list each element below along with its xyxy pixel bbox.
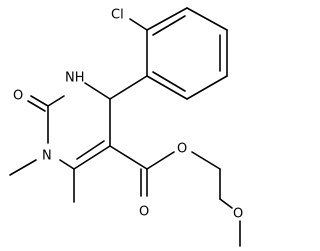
bond-ar-inner-1	[152, 15, 186, 36]
atom-label-ester-link-oxygen: O	[177, 142, 187, 157]
bond-nh-c4	[84, 82, 111, 100]
bond-ester-c-o-link	[146, 151, 175, 170]
bond-n1-methyl	[9, 159, 37, 176]
bond-ar3-ar4	[186, 7, 228, 31]
atom-label-ring-nitrogen: N	[42, 149, 52, 164]
ester-group	[109, 145, 241, 247]
bond-ar-cl	[129, 18, 148, 31]
bond-o-ch2	[191, 151, 221, 170]
bond-ar6-ar1	[146, 75, 188, 100]
bond-ar5-ar6	[186, 75, 228, 100]
bond-c6-n1	[59, 159, 75, 170]
pyrimidine-ring	[47, 82, 111, 170]
atom-label-ester-carbonyl-oxygen: O	[139, 205, 149, 220]
molecule-structure-diagram: Cl NH O N O O O	[9, 7, 243, 247]
bond-c5-ester-c	[109, 145, 148, 170]
bond-c2-o-a	[30, 95, 49, 107]
bond-c2-nh	[47, 95, 65, 107]
atom-label-ether-oxygen: O	[233, 207, 243, 222]
bond-c2-o-b	[27, 100, 46, 112]
atom-label-carbonyl-oxygen: O	[13, 89, 23, 104]
chlorophenyl-ring	[109, 7, 228, 100]
bond-ch2-o-ether	[219, 198, 233, 209]
urea-carbonyl	[27, 95, 49, 112]
atom-label-chlorine: Cl	[111, 8, 124, 23]
bond-ar-inner-3	[152, 71, 186, 92]
bond-ar2-ar3	[146, 7, 188, 31]
bond-c4-aryl	[109, 75, 148, 100]
bond-c5-c6-double	[76, 140, 105, 160]
atom-label-ring-nh: NH	[65, 71, 85, 86]
bond-c5-c6	[73, 145, 111, 170]
